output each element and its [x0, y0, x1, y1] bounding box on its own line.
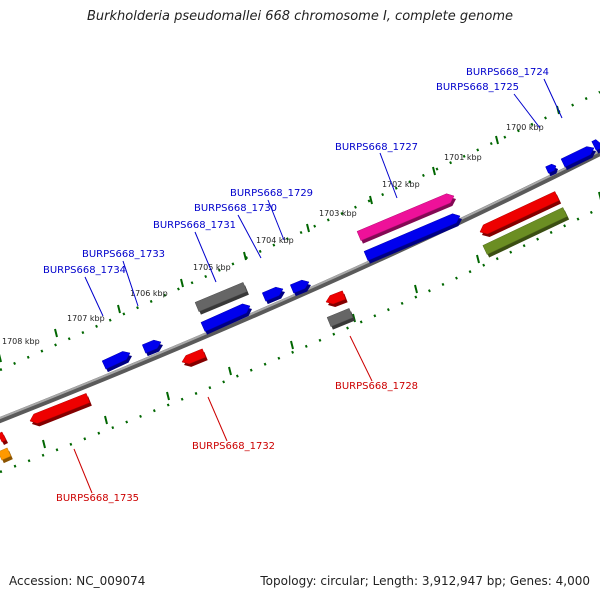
reverse-major-tick-6: [228, 366, 232, 376]
gene-label-1728: BURPS668_1728: [335, 381, 418, 392]
forward-major-tick-7: [117, 304, 121, 314]
leader-1734: [84, 276, 104, 317]
tick-label-1707: 1707 kbp: [67, 314, 105, 323]
tick-label-1702: 1702 kbp: [382, 180, 420, 189]
leader-1727: [379, 152, 398, 199]
leader-1724: [543, 78, 563, 119]
forward-major-tick-6: [180, 278, 184, 288]
cds-gray-a[interactable]: [194, 282, 249, 315]
tick-label-1705: 1705 kbp: [193, 263, 231, 272]
cds-edge-red[interactable]: [0, 431, 9, 446]
cds-1729b[interactable]: [289, 279, 311, 297]
cds-rev-b-body: [482, 207, 568, 255]
leader-lines: [73, 78, 563, 494]
reverse-major-tick-0: [598, 191, 600, 201]
cds-gray-a-body: [194, 282, 248, 312]
cds-1732[interactable]: [181, 348, 208, 367]
cds-edge-orange-body: [0, 447, 12, 461]
forward-tick-track: [0, 90, 600, 372]
reverse-major-tick-5: [290, 340, 294, 350]
gene-label-1735: BURPS668_1735: [56, 493, 139, 504]
leader-1735: [73, 448, 93, 494]
cds-1725-body: [545, 163, 557, 174]
gene-label-1724: BURPS668_1724: [466, 67, 549, 78]
reverse-major-tick-2: [476, 254, 480, 264]
cds-1729[interactable]: [261, 286, 285, 305]
forward-major-tick-8: [54, 328, 58, 338]
gene-labels: BURPS668_1724 BURPS668_1725 BURPS668_172…: [43, 67, 549, 504]
accession-text: Accession: NC_009074: [9, 574, 146, 588]
cds-1730[interactable]: [200, 303, 252, 335]
forward-major-ticks: [0, 105, 560, 363]
cds-1734[interactable]: [101, 351, 132, 373]
tick-label-1704: 1704 kbp: [256, 236, 294, 245]
cds-1729b-body: [289, 279, 310, 294]
gene-label-1732: BURPS668_1732: [192, 441, 275, 452]
leader-1732: [207, 396, 228, 442]
cds-1726-body: [363, 213, 461, 261]
cds-rev-c[interactable]: [325, 290, 348, 308]
cds-rev-c-body: [325, 290, 346, 305]
cds-edge-red-body: [0, 431, 7, 443]
cds-1727-body: [356, 193, 455, 241]
leader-1733: [122, 260, 139, 307]
leader-1728: [349, 335, 373, 382]
tick-label-1701: 1701 kbp: [444, 153, 482, 162]
map-title: Burkholderia pseudomallei 668 chromosome…: [86, 9, 514, 24]
forward-major-tick-1: [495, 135, 499, 145]
forward-major-tick-5: [243, 251, 247, 261]
gene-label-1733: BURPS668_1733: [82, 249, 165, 260]
forward-major-tick-9: [0, 353, 2, 363]
gene-label-1734: BURPS668_1734: [43, 265, 126, 276]
forward-major-tick-2: [432, 166, 436, 176]
tick-labels: 1700 kbp 1701 kbp 1702 kbp 1703 kbp 1704…: [2, 123, 544, 346]
gene-label-1725: BURPS668_1725: [436, 82, 519, 93]
leader-1730: [237, 214, 262, 259]
cds-rev-a-body: [479, 191, 560, 235]
forward-major-tick-3: [369, 195, 373, 205]
topology-summary: Topology: circular; Length: 3,912,947 bp…: [260, 574, 590, 588]
cds-1735-body: [29, 393, 91, 424]
cds-1728[interactable]: [326, 308, 355, 330]
reverse-major-tick-3: [414, 284, 418, 294]
leader-1725: [513, 93, 541, 129]
tick-label-1708: 1708 kbp: [2, 337, 40, 346]
cds-features: [0, 139, 600, 464]
reverse-major-tick-7: [166, 391, 170, 401]
cds-1734-body: [101, 351, 131, 370]
cds-1729-body: [261, 286, 284, 302]
cds-1728-body: [326, 308, 354, 327]
cds-1735[interactable]: [29, 393, 92, 427]
leader-1729: [267, 199, 285, 241]
gene-label-1727: BURPS668_1727: [335, 142, 418, 153]
gene-label-1730: BURPS668_1730: [194, 203, 277, 214]
cds-rev-a[interactable]: [479, 191, 562, 237]
cds-1724[interactable]: [560, 146, 596, 171]
tick-label-1700: 1700 kbp: [506, 123, 544, 132]
cds-edge-orange[interactable]: [0, 447, 13, 464]
forward-major-tick-4: [306, 223, 310, 233]
tick-label-1703: 1703 kbp: [319, 209, 357, 218]
cds-1733-body: [141, 339, 162, 354]
cds-1724-body: [560, 146, 595, 168]
backbone-arc: [0, 149, 600, 424]
cds-rev-b[interactable]: [482, 207, 570, 258]
reverse-major-tick-8: [104, 415, 108, 425]
cds-1730-body: [200, 303, 251, 332]
cds-1725[interactable]: [545, 163, 558, 177]
cds-1727[interactable]: [356, 193, 456, 244]
cds-1732-body: [181, 348, 207, 365]
reverse-major-tick-9: [42, 439, 46, 449]
backbone-highlight: [0, 149, 600, 420]
gene-label-1729: BURPS668_1729: [230, 188, 313, 199]
gene-label-1731: BURPS668_1731: [153, 220, 236, 231]
tick-label-1706: 1706 kbp: [130, 289, 168, 298]
leader-1731: [194, 231, 217, 283]
cds-1733[interactable]: [141, 339, 163, 357]
cds-1726[interactable]: [363, 213, 462, 264]
